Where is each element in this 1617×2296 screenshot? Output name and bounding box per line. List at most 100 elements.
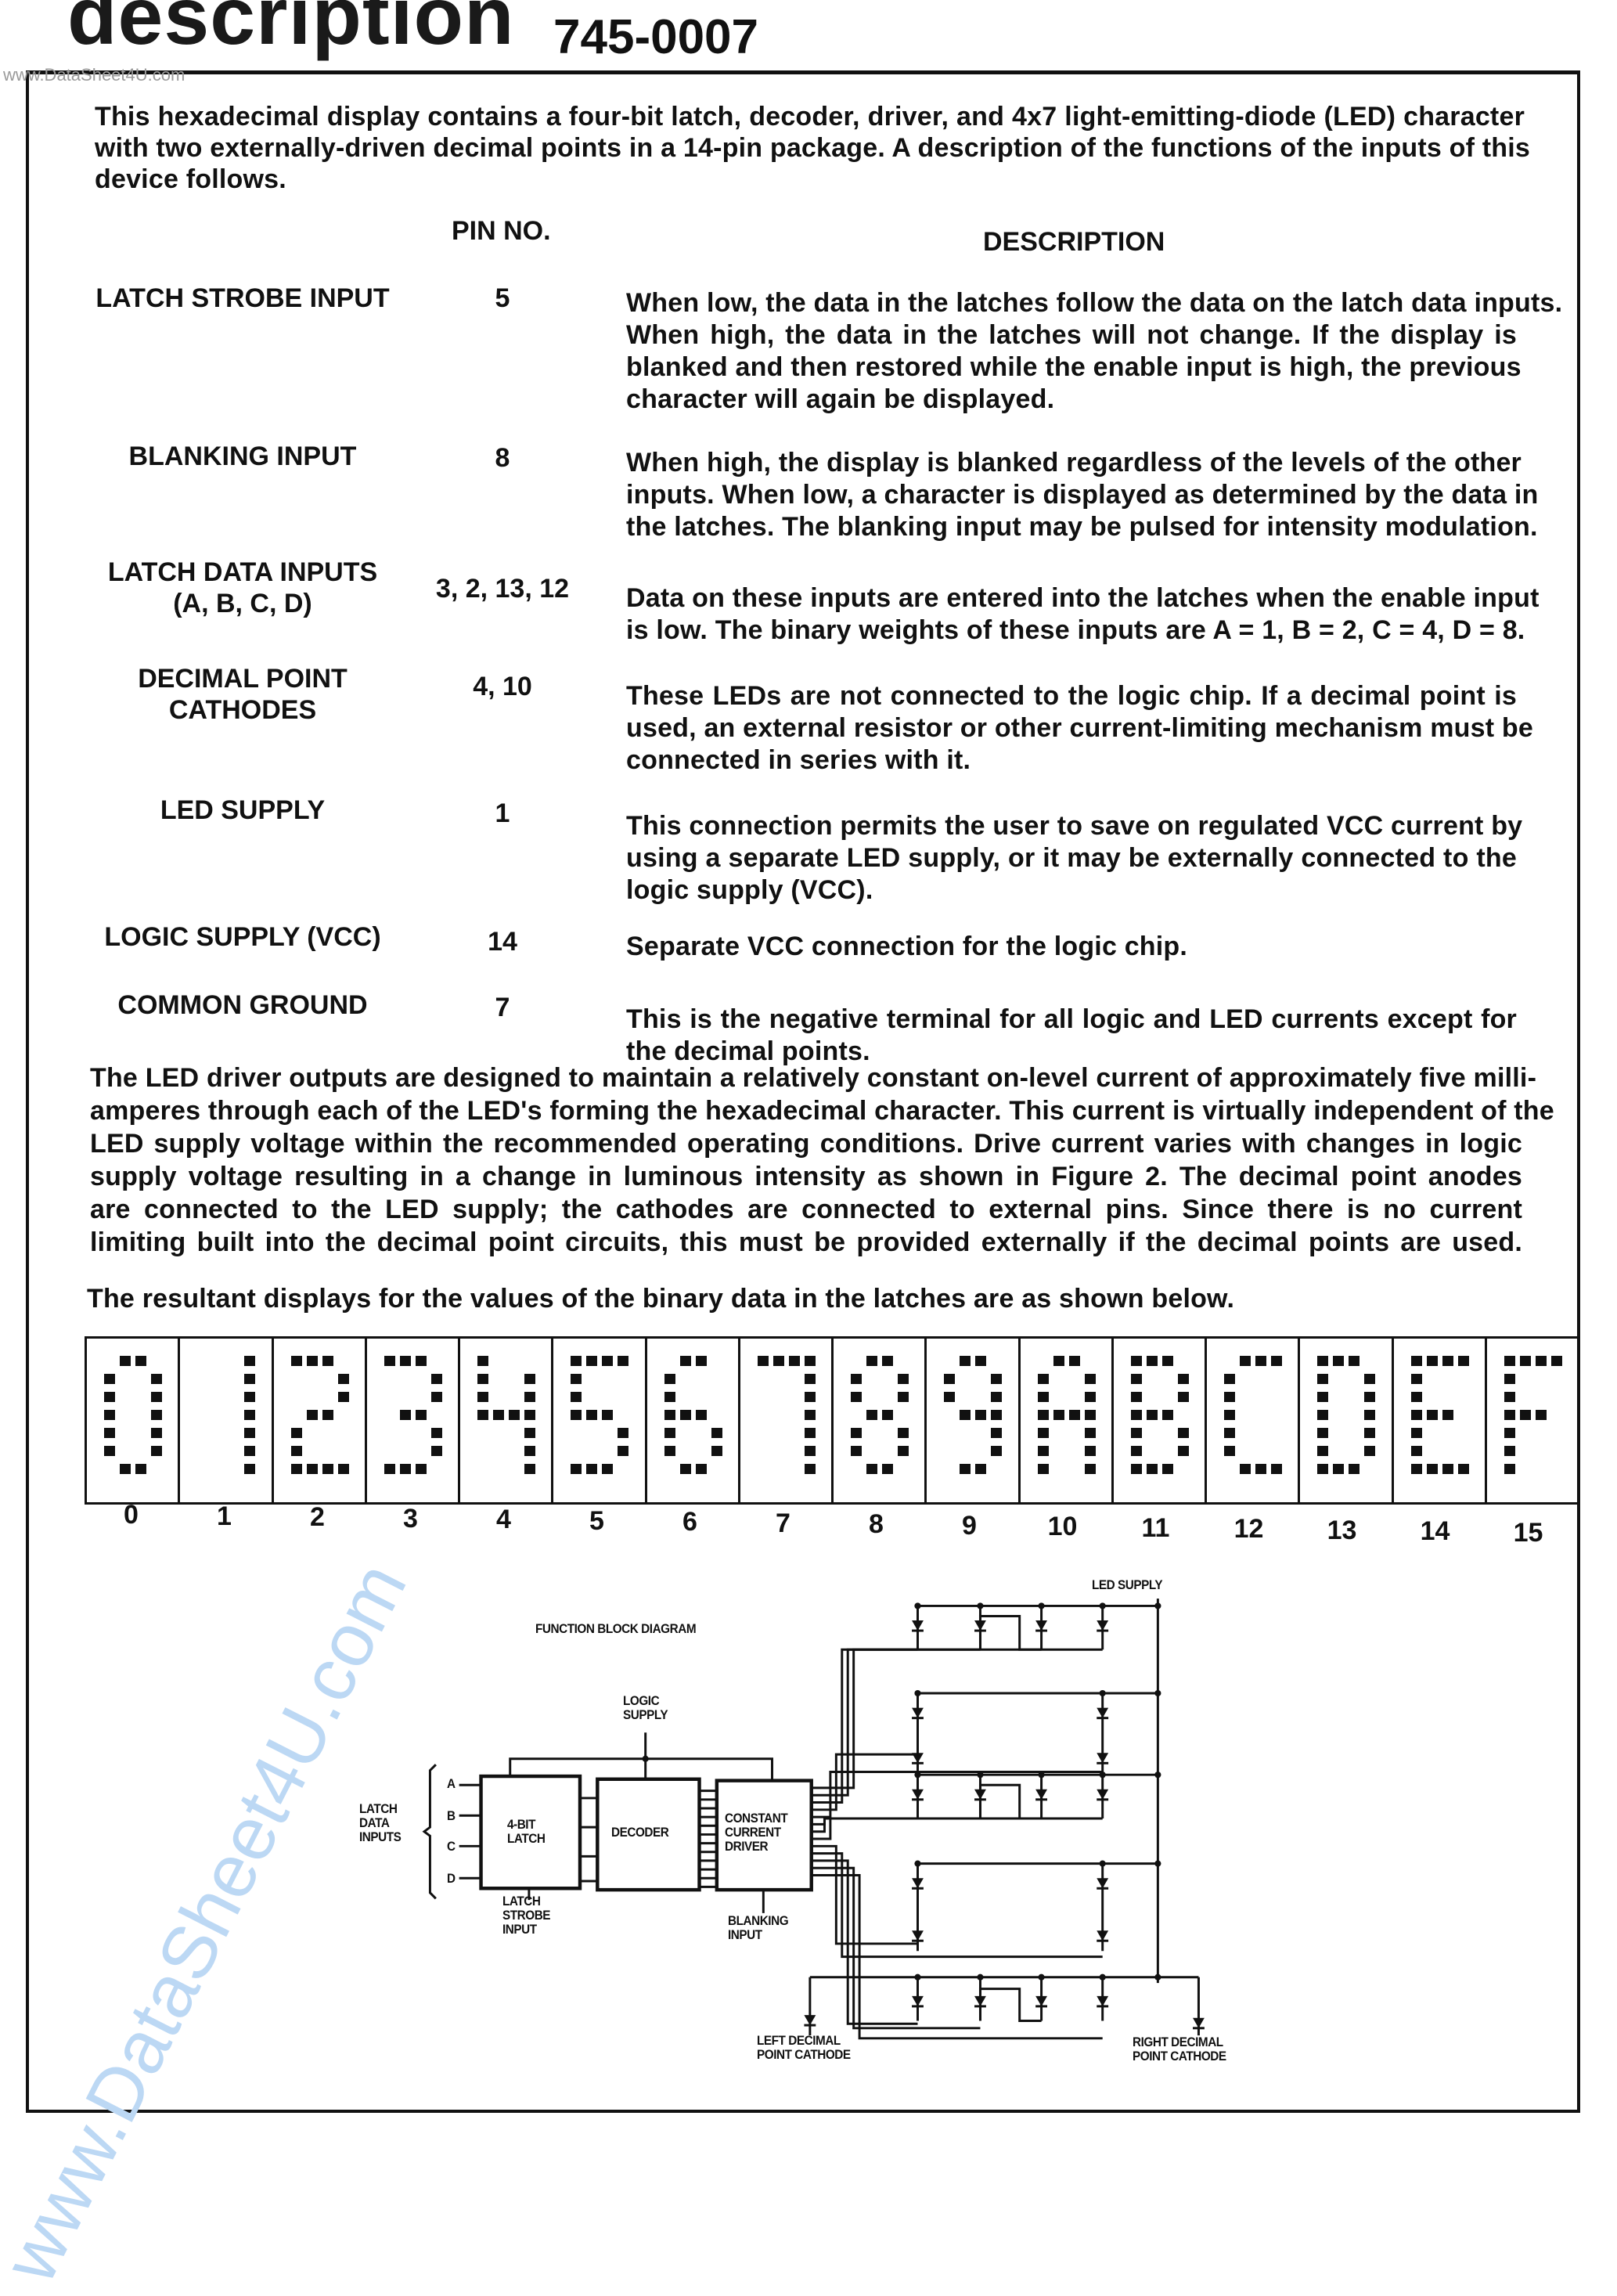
hex-character-cell: [553, 1339, 647, 1502]
led-dot: [664, 1446, 675, 1456]
junction-dot: [914, 1860, 921, 1867]
pin-number: 1: [495, 798, 510, 828]
wire: [978, 1614, 1042, 1651]
pin-label: LED SUPPLY: [160, 795, 326, 825]
led-dot: [1364, 1410, 1376, 1420]
led-dot: [322, 1410, 333, 1420]
junction-dot: [977, 1772, 984, 1779]
logic-supply-label: SUPPLY: [623, 1707, 668, 1722]
display-value-label: 14: [1420, 1516, 1450, 1546]
led-dot: [1333, 1356, 1345, 1366]
led-dot: [975, 1410, 987, 1420]
led-dot: [960, 1356, 971, 1366]
led-dot: [1535, 1356, 1547, 1366]
led-dot: [1442, 1410, 1453, 1420]
led-dot: [772, 1356, 784, 1366]
latch-block: [479, 1774, 582, 1891]
led-dot: [1410, 1374, 1422, 1384]
pin-label: (A, B, C, D): [173, 589, 312, 618]
led-dot: [244, 1392, 256, 1402]
led-dot: [1410, 1392, 1422, 1402]
led-dot: [1084, 1464, 1096, 1474]
led-dot: [151, 1374, 162, 1384]
led-dot: [991, 1410, 1003, 1420]
led-dot: [679, 1464, 691, 1474]
led-dot: [104, 1410, 115, 1420]
led-dot: [991, 1446, 1003, 1456]
led-dot: [866, 1356, 877, 1366]
led-dot: [151, 1392, 162, 1402]
content-frame: [26, 70, 1580, 2113]
hex-character-cell: [740, 1339, 834, 1502]
diode-icon: [912, 1995, 924, 2006]
pin-number: 4, 10: [473, 672, 532, 701]
led-dot: [151, 1446, 162, 1456]
description-header: DESCRIPTION: [983, 227, 1165, 257]
led-dot: [524, 1464, 535, 1474]
junction-dot: [1038, 1772, 1045, 1779]
junction-dot: [1038, 1602, 1045, 1609]
led-dot: [1084, 1392, 1096, 1402]
led-dot: [1084, 1446, 1096, 1456]
pin-number: 8: [495, 443, 510, 473]
junction-dot: [1154, 1772, 1161, 1779]
blanking-input-label: INPUT: [728, 1927, 762, 1942]
led-dot: [524, 1428, 535, 1438]
input-pin-label: D: [447, 1871, 456, 1886]
led-dot: [586, 1410, 598, 1420]
led-dot: [944, 1392, 956, 1402]
led-dot: [851, 1392, 862, 1402]
pin-description-line: character will again be displayed.: [626, 384, 1055, 414]
led-dot: [898, 1428, 909, 1438]
led-dot: [1317, 1410, 1329, 1420]
pin-number: 3, 2, 13, 12: [435, 574, 570, 604]
led-dot: [384, 1356, 395, 1366]
display-value-label: 8: [869, 1509, 884, 1539]
driver-paragraph-line: are connected to the LED supply; the cat…: [90, 1195, 1522, 1224]
driver-label: DRIVER: [725, 1839, 769, 1854]
led-dot: [430, 1428, 442, 1438]
led-dot: [1130, 1446, 1142, 1456]
led-dot: [1271, 1464, 1282, 1474]
led-dot: [337, 1374, 349, 1384]
pin-description-line: used, an external resistor or other curr…: [626, 713, 1533, 743]
led-dot: [1224, 1392, 1235, 1402]
led-dot: [337, 1392, 349, 1402]
led-dot: [1177, 1374, 1189, 1384]
led-dot: [898, 1374, 909, 1384]
diode-icon: [1097, 1789, 1109, 1800]
latch-strobe-label: LATCH: [502, 1894, 541, 1909]
led-dot: [1364, 1392, 1376, 1402]
junction-dot: [914, 1602, 921, 1609]
led-dot: [1037, 1392, 1049, 1402]
pin-header: PIN NO.: [452, 216, 551, 246]
led-dot: [1130, 1374, 1142, 1384]
wire: [978, 1988, 1042, 2022]
led-dot: [1255, 1464, 1266, 1474]
led-dot: [1504, 1392, 1515, 1402]
led-dot: [1146, 1410, 1158, 1420]
led-dot: [1177, 1392, 1189, 1402]
pin-description-line: inputs. When low, a character is display…: [626, 480, 1539, 510]
junction-dot: [1038, 1973, 1045, 1981]
pin-description-line: is low. The binary weights of these inpu…: [626, 615, 1525, 645]
led-dot: [1053, 1410, 1064, 1420]
led-dot: [1317, 1392, 1329, 1402]
led-dot: [1068, 1356, 1080, 1366]
diode-icon: [912, 1878, 924, 1889]
led-dot: [477, 1356, 488, 1366]
diode-icon: [1035, 1789, 1048, 1800]
led-dot: [104, 1446, 115, 1456]
led-dot: [1410, 1410, 1422, 1420]
driver-label: CONSTANT: [725, 1811, 788, 1826]
input-brace: [422, 1764, 437, 1900]
junction-dot: [1154, 1602, 1161, 1609]
led-dot: [804, 1392, 816, 1402]
pin-description-line: When high, the display is blanked regard…: [626, 448, 1522, 478]
led-dot: [493, 1410, 504, 1420]
led-dot: [337, 1464, 349, 1474]
right-dp-label: POINT CATHODE: [1133, 2049, 1226, 2064]
pin-label: DECIMAL POINT: [138, 664, 348, 694]
led-dot: [571, 1410, 582, 1420]
led-dot: [415, 1464, 427, 1474]
